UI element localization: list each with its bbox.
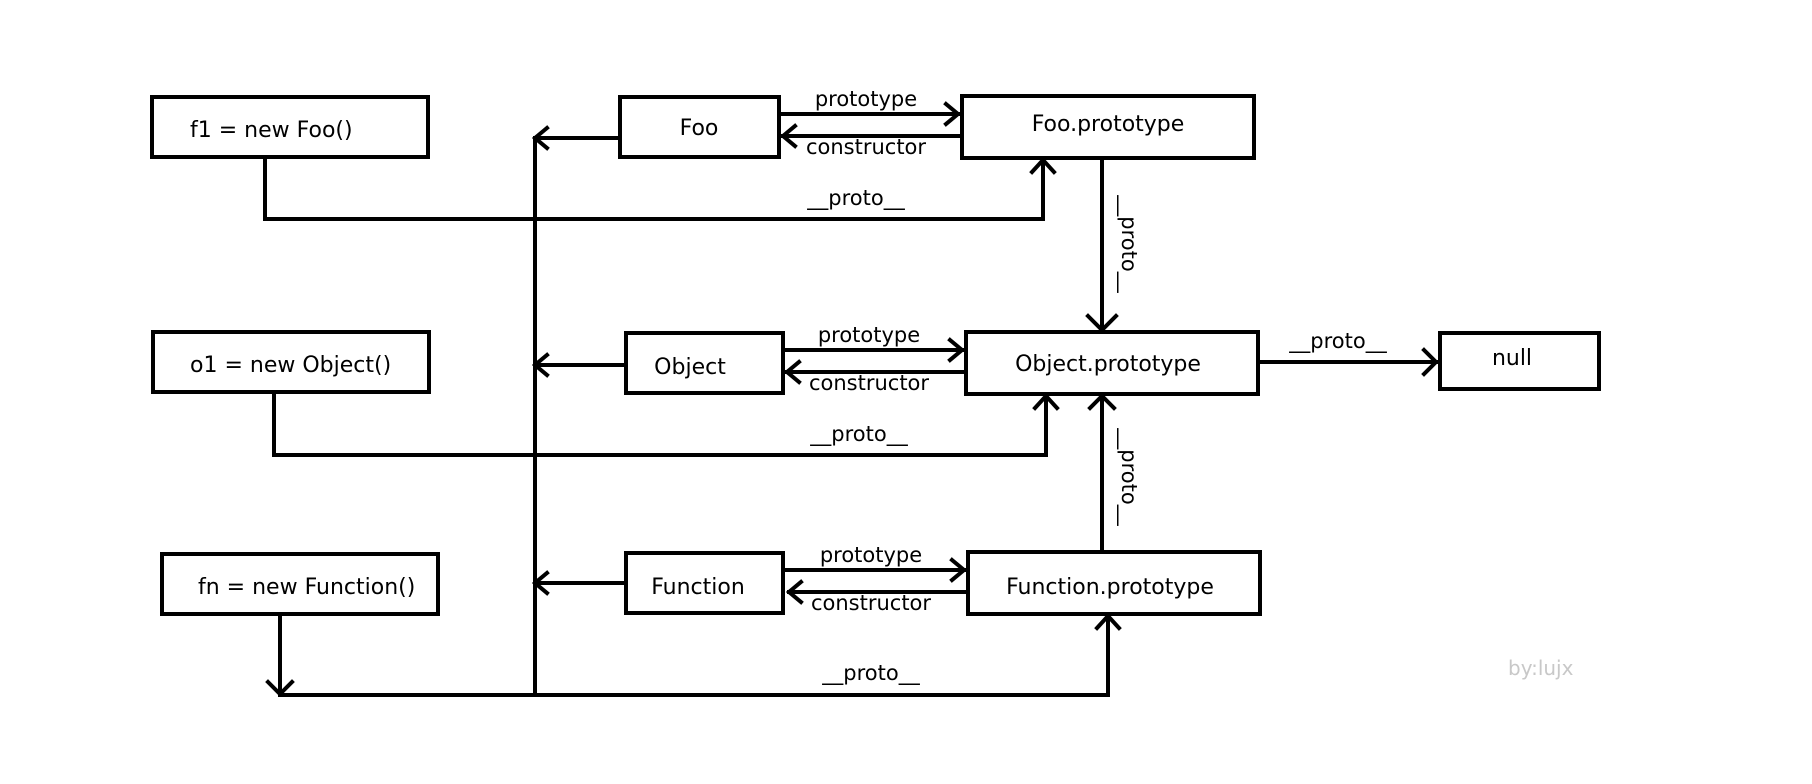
edge-function-constructor: constructor bbox=[785, 579, 970, 615]
svg-text:Foo.prototype: Foo.prototype bbox=[1032, 112, 1185, 137]
svg-text:Foo: Foo bbox=[680, 116, 719, 141]
node-object-prototype: Object.prototype bbox=[964, 330, 1260, 396]
svg-text:__proto__: __proto__ bbox=[1116, 194, 1141, 293]
node-function: Function bbox=[624, 551, 785, 615]
svg-text:constructor: constructor bbox=[809, 371, 929, 395]
edge-fn-proto: __proto__ bbox=[265, 612, 1122, 697]
edge-o1-proto: __proto__ bbox=[272, 390, 1060, 457]
svg-text:Function.prototype: Function.prototype bbox=[1006, 575, 1214, 600]
edge-foo-constructor: constructor bbox=[779, 123, 964, 159]
edge-foo-prototype-proto: __proto__ bbox=[1085, 156, 1141, 333]
edge-f1-proto: __proto__ bbox=[263, 155, 1057, 221]
edge-object-prototype-proto: __proto__ bbox=[1256, 329, 1439, 377]
edge-object-constructor: constructor bbox=[783, 359, 968, 395]
node-null: null bbox=[1438, 331, 1601, 391]
svg-text:Object: Object bbox=[654, 355, 726, 380]
svg-text:fn = new Function(): fn = new Function() bbox=[198, 575, 415, 600]
node-f1: f1 = new Foo() bbox=[150, 95, 430, 159]
edge-foo-prototype: prototype bbox=[777, 87, 962, 127]
node-foo-prototype: Foo.prototype bbox=[960, 94, 1256, 160]
edge-functions-proto-bus bbox=[531, 125, 628, 697]
edge-function-prototype: prototype bbox=[781, 543, 968, 583]
svg-text:prototype: prototype bbox=[820, 543, 922, 567]
node-fn: fn = new Function() bbox=[160, 552, 440, 616]
svg-text:Object.prototype: Object.prototype bbox=[1015, 352, 1201, 377]
svg-text:o1 = new Object(): o1 = new Object() bbox=[190, 353, 391, 378]
node-object: Object bbox=[624, 331, 785, 395]
svg-text:f1 = new Foo(): f1 = new Foo() bbox=[190, 118, 353, 143]
svg-text:null: null bbox=[1492, 346, 1532, 371]
svg-text:Function: Function bbox=[651, 575, 745, 600]
svg-text:prototype: prototype bbox=[818, 323, 920, 347]
node-o1: o1 = new Object() bbox=[151, 330, 431, 394]
edge-object-prototype: prototype bbox=[781, 323, 966, 363]
svg-text:__proto__: __proto__ bbox=[809, 422, 908, 447]
edge-function-prototype-proto: __proto__ bbox=[1087, 393, 1141, 554]
svg-text:__proto__: __proto__ bbox=[821, 661, 920, 686]
svg-text:constructor: constructor bbox=[806, 135, 926, 159]
node-function-prototype: Function.prototype bbox=[966, 550, 1262, 616]
node-foo: Foo bbox=[618, 95, 781, 159]
svg-text:__proto__: __proto__ bbox=[806, 186, 905, 211]
svg-text:constructor: constructor bbox=[811, 591, 931, 615]
svg-text:__proto__: __proto__ bbox=[1288, 329, 1387, 354]
svg-text:__proto__: __proto__ bbox=[1116, 427, 1141, 526]
watermark: by:lujx bbox=[1508, 656, 1574, 680]
svg-text:prototype: prototype bbox=[815, 87, 917, 111]
